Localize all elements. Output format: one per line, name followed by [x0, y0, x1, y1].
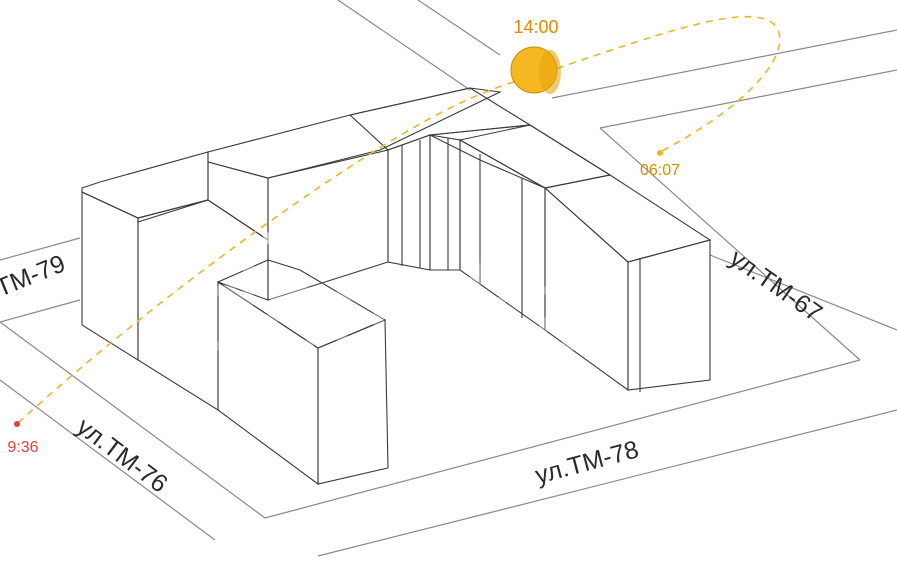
road-line: [0, 299, 81, 323]
street-label-tm67: ул.ТМ-67: [725, 244, 828, 328]
road-line: [317, 409, 897, 557]
sun-path: [17, 15, 781, 424]
street-label-tm76: ул.ТМ-76: [71, 412, 172, 498]
road-line: [417, 0, 501, 56]
road-line: [0, 379, 216, 541]
building-complex: [81, 87, 712, 486]
noon-time-label: 14:00: [513, 17, 558, 37]
sunset-time-label: 9:36: [7, 439, 38, 456]
sunrise-point: [657, 150, 663, 156]
watermark-text: dom.kz: [195, 242, 582, 376]
road-line: [709, 254, 897, 331]
road-line: [0, 237, 81, 261]
road-line: [551, 29, 897, 99]
road-line: [599, 69, 897, 129]
sunset-point: [14, 421, 20, 427]
road-line: [599, 127, 861, 361]
street-label-tm78: ул.ТМ-78: [532, 435, 641, 489]
road-line: [337, 0, 471, 91]
sunrise-time-label: 06:07: [640, 162, 680, 179]
road-line: [0, 321, 266, 519]
sun-marker: [510, 46, 561, 94]
watermark: dom.kz: [195, 199, 582, 376]
road-line: [264, 359, 861, 519]
